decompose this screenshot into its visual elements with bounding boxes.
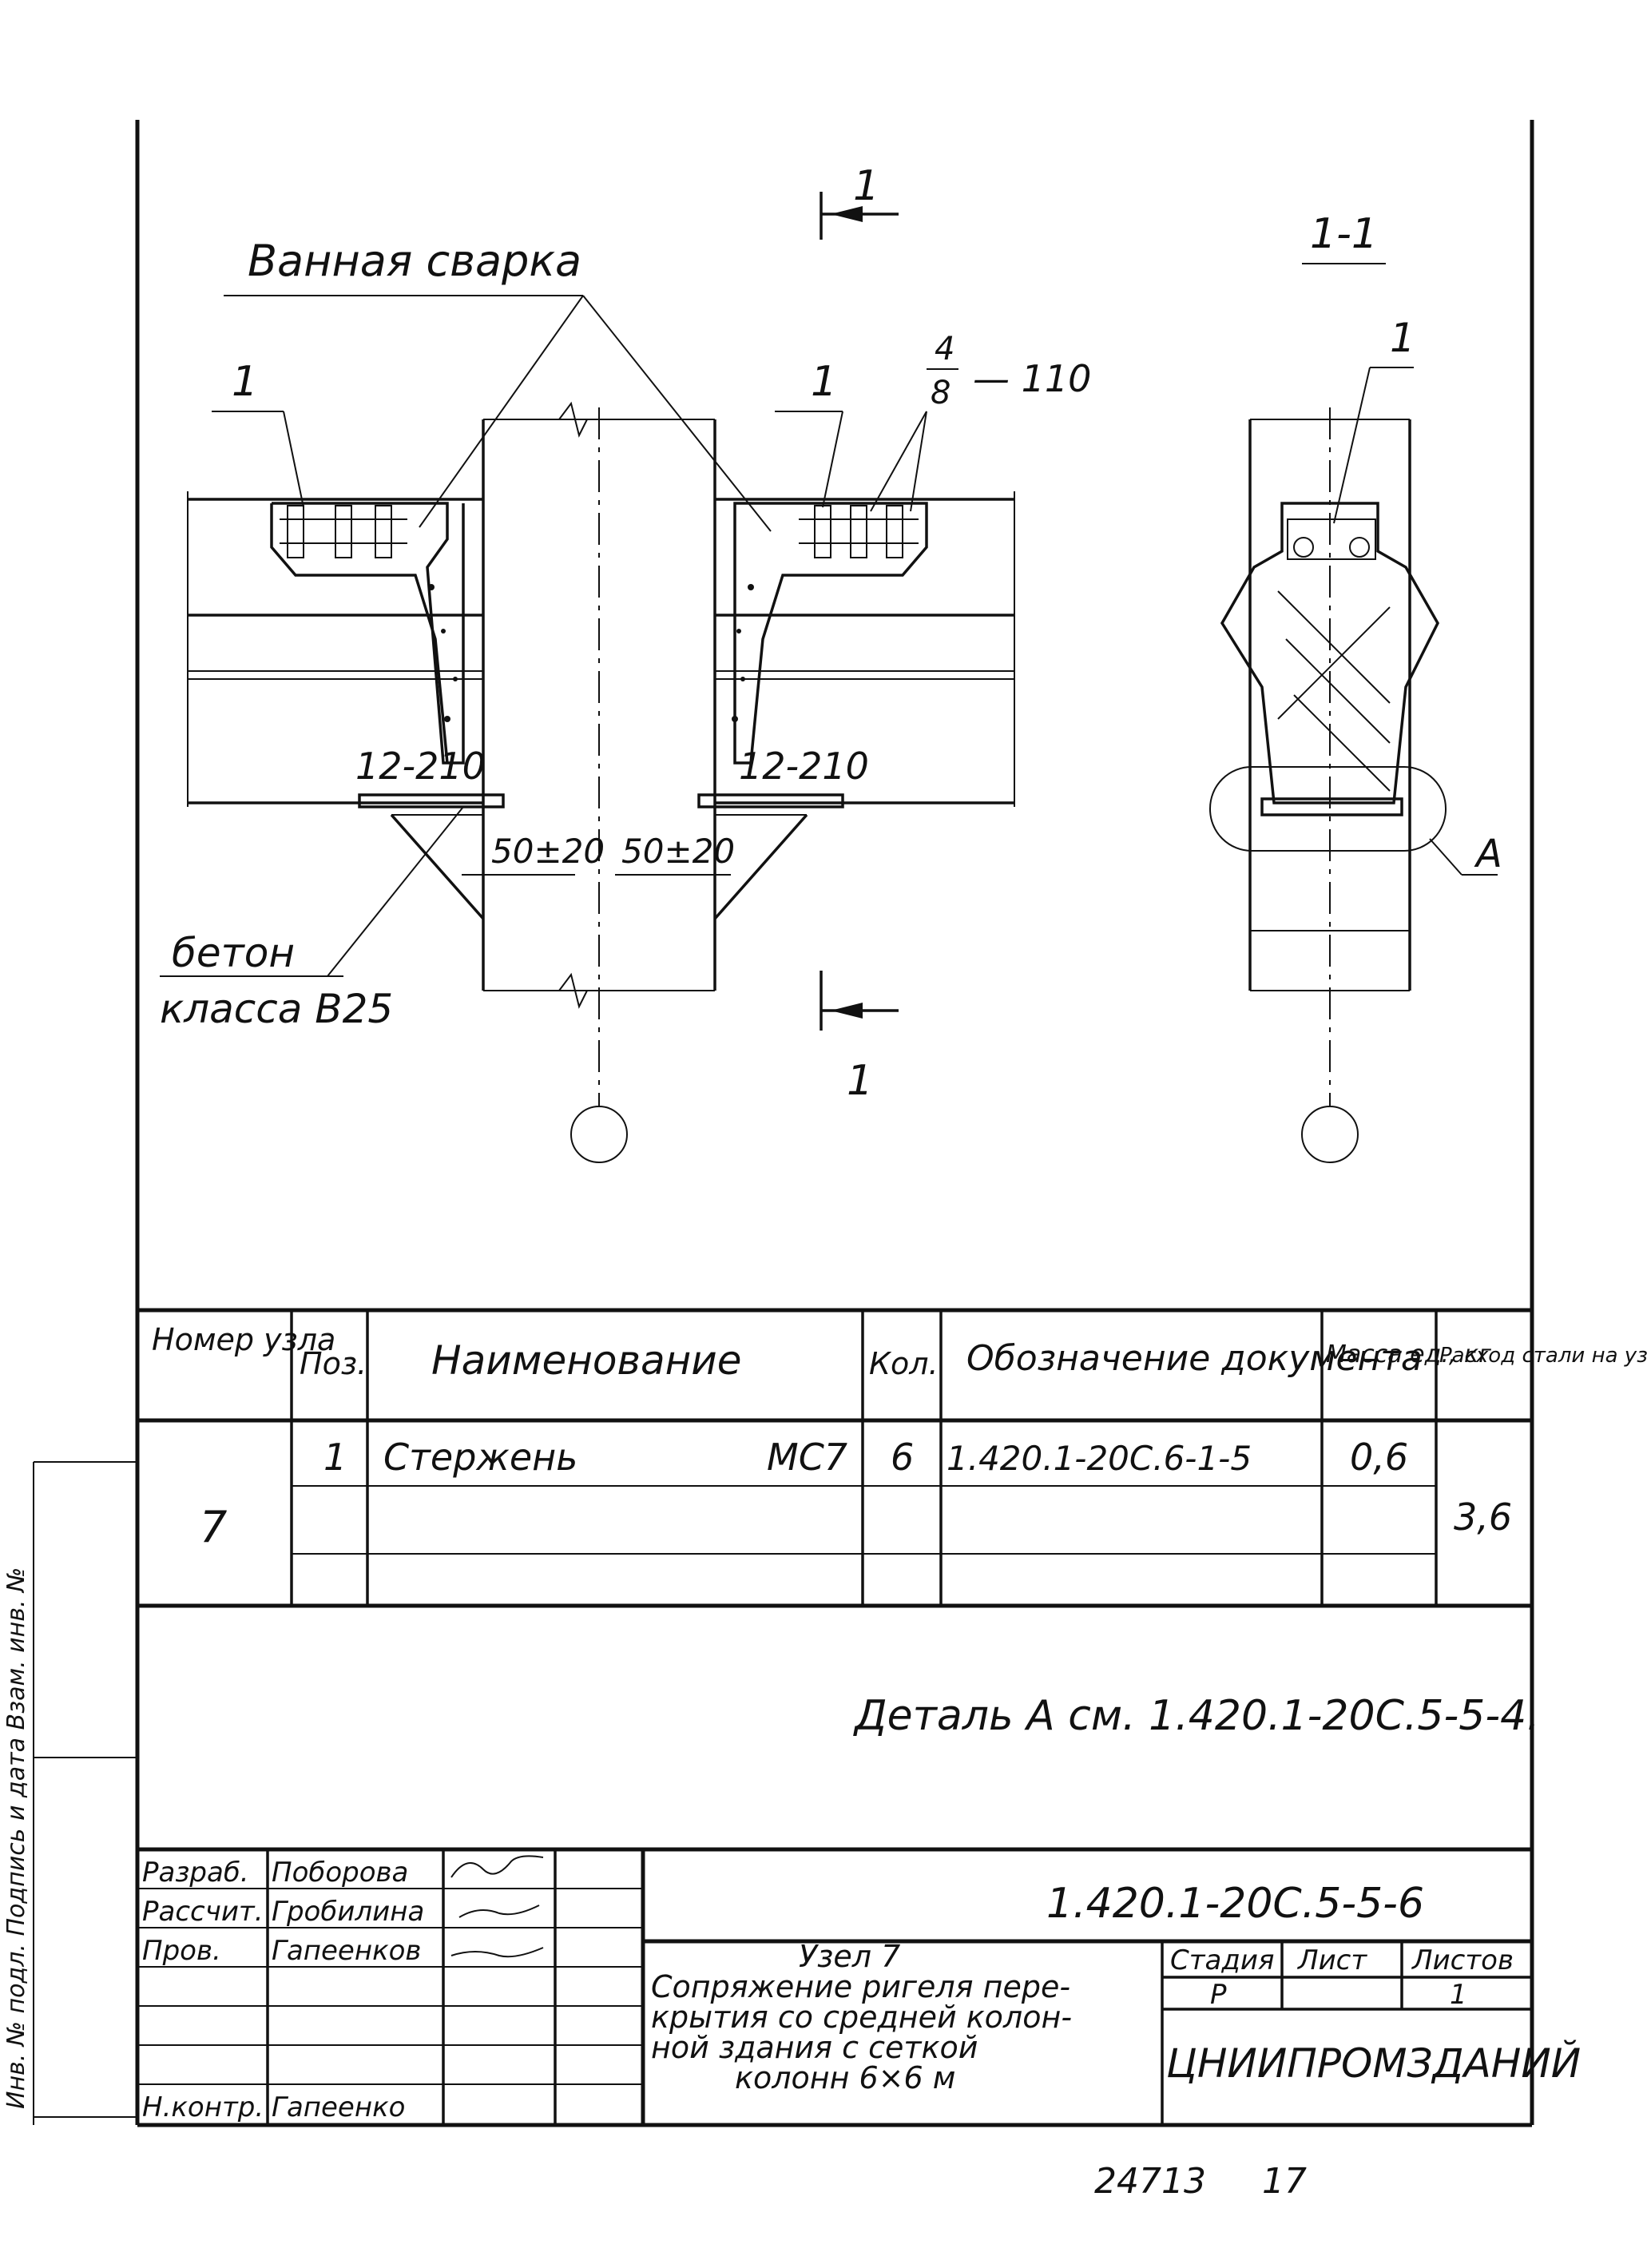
hdr-qty: Кол. <box>869 1346 939 1381</box>
spacing-fraction-top: 4 <box>935 331 954 367</box>
gap-left-label: 50±20 <box>491 832 605 871</box>
inventory-number: 24713 <box>1094 2161 1206 2202</box>
signature-row: Разраб. Поборова <box>142 1855 544 1889</box>
spacing-fraction-bottom: 8 <box>931 375 950 411</box>
concrete-label-line1: бетон <box>172 930 295 976</box>
bath-welding-label: Ванная сварка <box>248 236 581 286</box>
sheet-label: Лист <box>1296 1944 1367 1976</box>
pos-1-section: 1 <box>1390 315 1415 361</box>
row-name: Стержень <box>383 1436 577 1479</box>
page-number: 17 <box>1262 2161 1307 2202</box>
signature-row: Рассчит. Гробилина <box>142 1896 540 1928</box>
stage-value: Р <box>1210 1979 1227 2011</box>
cut-mark-bottom-label: 1 <box>847 1057 873 1105</box>
weld-right-label: 12-210 <box>739 745 869 788</box>
spacing-length: — 110 <box>973 357 1091 400</box>
cut-mark-top-label: 1 <box>853 162 879 210</box>
title-line-4: ной здания с сеткой <box>651 2030 978 2065</box>
section-cut-mark-bottom: 1 <box>820 971 899 1105</box>
document-code: 1.420.1-20С.5-5-6 <box>1046 1880 1424 1928</box>
sheet-value: 1 <box>1450 1979 1467 2011</box>
hdr-pos: Поз. <box>300 1346 367 1381</box>
title-block: Разраб. Поборова Рассчит. Гробилина Пров… <box>137 1847 1581 2125</box>
pos-1-mid: 1 <box>811 358 837 406</box>
axis-bubble-section <box>1301 1106 1359 1163</box>
section-1-1-view: 1-1 1 А <box>1209 210 1502 1163</box>
sheets-label: Листов <box>1411 1944 1514 1976</box>
row-mass: 0,6 <box>1350 1436 1408 1479</box>
name-checker: Гапеенков <box>272 1935 421 1967</box>
name-developer: Поборова <box>272 1857 408 1889</box>
name-calculator: Гробилина <box>272 1896 424 1928</box>
section-cut-mark-top: 1 <box>820 162 899 240</box>
organization-name: ЦНИИПРОМЗДАНИЙ <box>1166 2040 1581 2087</box>
side-stamp-text: Инв. № подл. Подпись и дата Взам. инв. № <box>2 1567 30 2109</box>
steel-total-value: 3,6 <box>1454 1495 1512 1539</box>
hdr-name: Наименование <box>431 1337 742 1384</box>
title-line-3: крытия со средней колон- <box>651 2000 1072 2035</box>
title-line-1: Узел 7 <box>799 1939 900 1974</box>
hdr-steel: Расход стали на узел <box>1439 1344 1647 1368</box>
title-line-5: колонн 6×6 м <box>735 2060 955 2095</box>
hdr-doc: Обозначение документа <box>966 1338 1423 1379</box>
node-no-value: 7 <box>200 1502 227 1552</box>
signature-row: Н.контр. Гапеенко <box>142 2091 405 2123</box>
elevation-view <box>187 401 1015 1163</box>
signature-1 <box>450 1855 544 1878</box>
pos-1-left: 1 <box>232 358 258 406</box>
detail-note: Деталь А см. 1.420.1-20С.5-5-4. <box>853 1692 1540 1740</box>
detail-a-label: А <box>1474 832 1502 876</box>
role-norm-control: Н.контр. <box>142 2091 264 2123</box>
position-callouts: 1 1 4 8 — 110 <box>212 331 1091 512</box>
section-title: 1-1 <box>1310 210 1378 258</box>
signature-2 <box>458 1905 540 1918</box>
role-developer: Разраб. <box>142 1857 249 1889</box>
stage-label: Стадия <box>1170 1944 1274 1976</box>
bath-welding-callout: Ванная сварка <box>224 236 772 532</box>
row-mark: МС7 <box>767 1436 847 1479</box>
spec-table: Номер узла Поз. Наименование Кол. Обозна… <box>137 1308 1647 1608</box>
concrete-label-line2: класса В25 <box>160 986 393 1032</box>
signature-3 <box>450 1947 544 1958</box>
axis-bubble-elevation <box>570 1106 628 1163</box>
table-row: 1 Стержень МС7 6 1.420.1-20С.6-1-5 0,6 <box>323 1436 1408 1479</box>
title-line-2: Сопряжение ригеля пере- <box>651 1969 1070 2004</box>
role-checker: Пров. <box>142 1935 221 1967</box>
row-qty: 6 <box>891 1436 914 1479</box>
concrete-class-callout: бетон класса В25 <box>160 806 464 1032</box>
signature-row: Пров. Гапеенков <box>142 1935 544 1967</box>
sheet-frame <box>135 120 1534 2127</box>
hdr-mass: Масса ед., кг <box>1326 1341 1491 1368</box>
gap-right-label: 50±20 <box>621 832 735 871</box>
name-norm-control: Гапеенко <box>272 2091 405 2123</box>
weld-annotations: 12-210 12-210 50±20 50±20 <box>355 745 869 876</box>
hdr-node-no: Номер узла <box>152 1322 335 1357</box>
row-doc: 1.420.1-20С.6-1-5 <box>947 1439 1252 1478</box>
role-calculator: Рассчит. <box>142 1896 264 1928</box>
side-stamp: Инв. № подл. Подпись и дата Взам. инв. № <box>2 1461 137 2125</box>
weld-left-label: 12-210 <box>355 745 486 788</box>
row-pos: 1 <box>323 1436 347 1479</box>
